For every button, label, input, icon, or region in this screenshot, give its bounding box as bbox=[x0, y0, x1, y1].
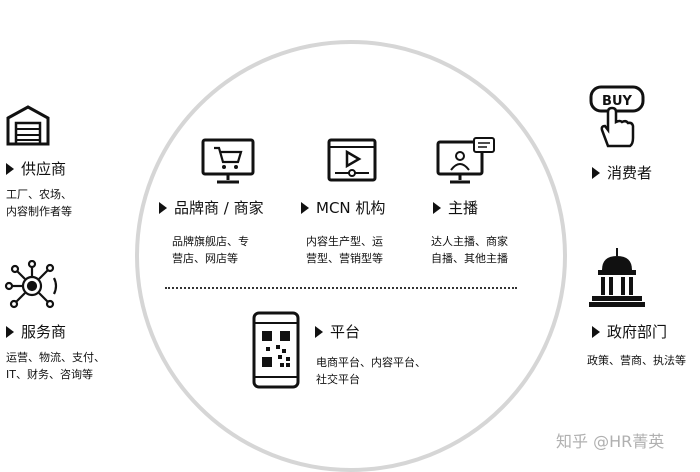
supplier-title: 供应商 bbox=[6, 158, 66, 179]
arrow-bullet-icon bbox=[301, 201, 309, 214]
service-title-text: 服务商 bbox=[21, 323, 67, 341]
platform-title: 平台 bbox=[315, 321, 360, 342]
government-title-text: 政府部门 bbox=[607, 323, 668, 341]
service-description: 运营、物流、支付、 IT、财务、咨询等 bbox=[6, 351, 105, 381]
supplier-description: 工厂、农场、 内容制作者等 bbox=[6, 188, 72, 218]
arrow-bullet-icon bbox=[433, 201, 441, 214]
consumer-title-text: 消费者 bbox=[607, 164, 653, 182]
ecosystem-circle bbox=[135, 40, 567, 472]
service-title: 服务商 bbox=[6, 321, 66, 342]
mcn-description: 内容生产型、运 营型、营销型等 bbox=[306, 235, 383, 265]
arrow-bullet-icon bbox=[159, 201, 167, 214]
arrow-bullet-icon bbox=[592, 166, 600, 179]
consumer-title: 消费者 bbox=[592, 162, 652, 183]
government-title: 政府部门 bbox=[592, 321, 667, 342]
government-building-icon bbox=[588, 246, 646, 308]
government-description: 政策、营商、执法等 bbox=[587, 354, 686, 367]
buy-button-text: BUY bbox=[602, 94, 632, 109]
platform-title-text: 平台 bbox=[330, 323, 361, 341]
dotted-divider bbox=[165, 287, 517, 289]
shopping-cart-monitor-icon bbox=[201, 138, 255, 186]
brand-title-text: 品牌商 / 商家 bbox=[174, 199, 264, 217]
livestream-monitor-icon bbox=[436, 136, 498, 186]
qr-phone-icon bbox=[252, 311, 300, 389]
buy-button-hand-icon: BUY bbox=[588, 84, 650, 152]
arrow-bullet-icon bbox=[6, 325, 14, 338]
mcn-title-text: MCN 机构 bbox=[316, 199, 386, 217]
supplier-title-text: 供应商 bbox=[21, 160, 67, 178]
brand-description: 品牌旗舰店、专 营店、网店等 bbox=[172, 235, 249, 265]
anchor-title: 主播 bbox=[433, 197, 478, 218]
brand-title: 品牌商 / 商家 bbox=[159, 197, 264, 218]
platform-description: 电商平台、内容平台、 社交平台 bbox=[316, 356, 426, 386]
anchor-description: 达人主播、商家 自播、其他主播 bbox=[431, 235, 508, 265]
warehouse-icon bbox=[6, 104, 50, 146]
watermark: 知乎 @HR菁英 bbox=[556, 432, 665, 451]
arrow-bullet-icon bbox=[315, 325, 323, 338]
mcn-title: MCN 机构 bbox=[301, 197, 385, 218]
arrow-bullet-icon bbox=[6, 162, 14, 175]
video-player-icon bbox=[327, 138, 379, 184]
arrow-bullet-icon bbox=[592, 325, 600, 338]
anchor-title-text: 主播 bbox=[448, 199, 479, 217]
network-hub-icon bbox=[4, 260, 60, 312]
